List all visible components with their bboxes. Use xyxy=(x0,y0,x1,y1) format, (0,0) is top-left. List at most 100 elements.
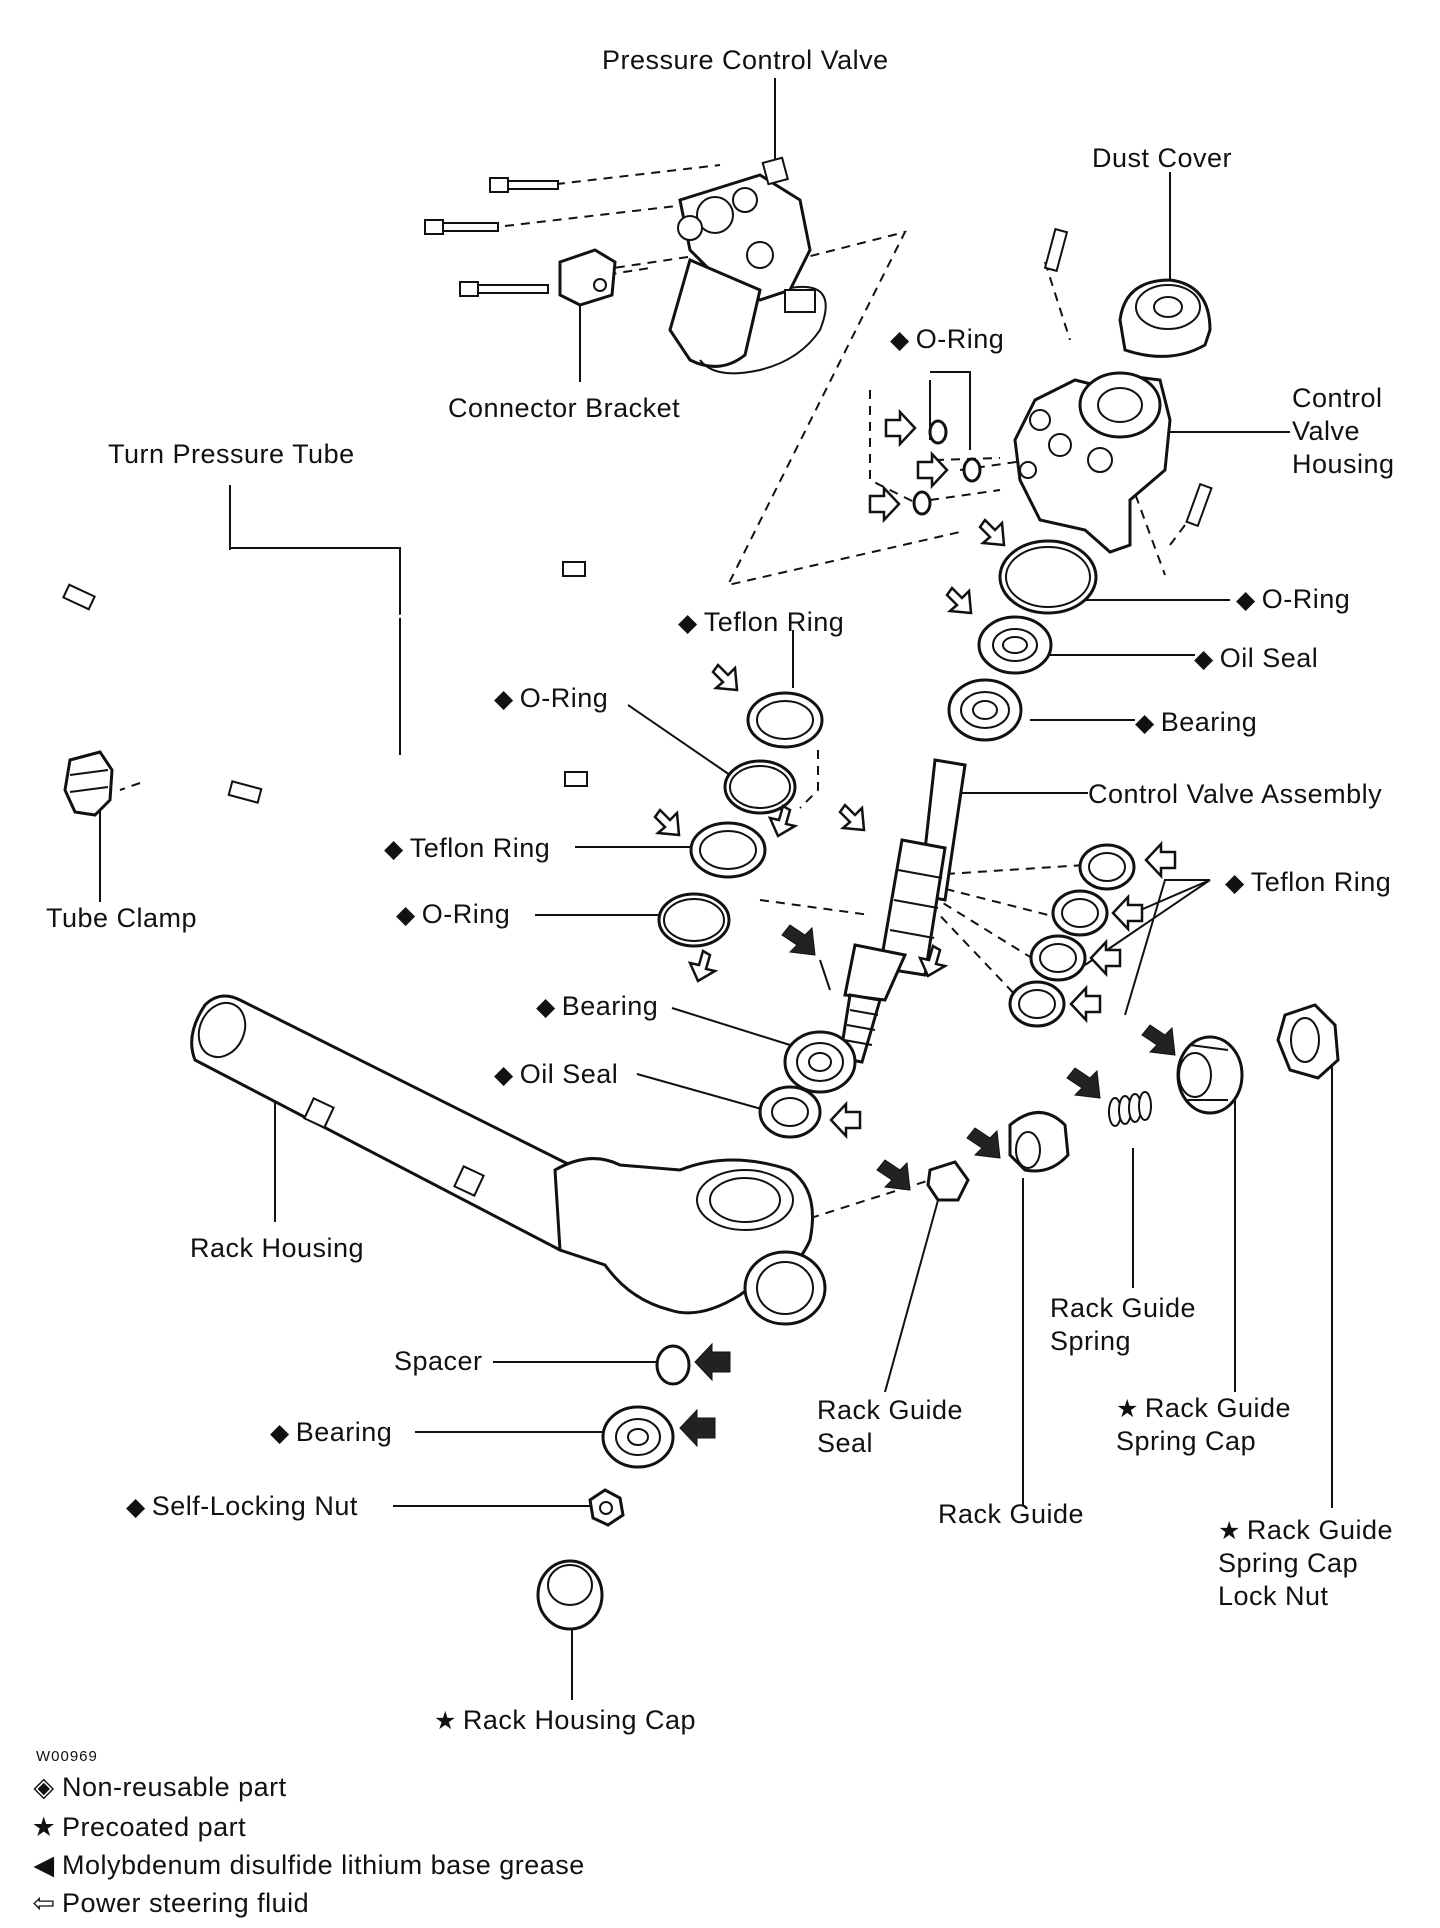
label-text: O-Ring xyxy=(915,324,1005,354)
non-reusable-marker: ◆ xyxy=(494,685,514,713)
label-text: O-Ring xyxy=(519,683,609,713)
oil-seal-mid-part xyxy=(758,1085,822,1139)
teflon-ring-left-part xyxy=(689,821,767,879)
label-o-ring-left2: ◆O-Ring xyxy=(396,898,510,931)
turn-pressure-tubes xyxy=(62,561,619,806)
label-text: Teflon Ring xyxy=(409,833,551,863)
label-text: Rack Housing Cap xyxy=(462,1705,697,1735)
oil-seal-right xyxy=(977,615,1053,675)
label-o-ring-right: ◆O-Ring xyxy=(1236,583,1350,616)
label-text: O-Ring xyxy=(1261,584,1351,614)
label-rack-housing: Rack Housing xyxy=(190,1233,365,1263)
self-locking-nut-part xyxy=(588,1488,625,1527)
legend-text: Precoated part xyxy=(62,1812,247,1842)
label-self-locking-nut: ◆Self-Locking Nut xyxy=(126,1490,358,1523)
rack-guide-spring-cap-lock-nut-part xyxy=(1276,1003,1340,1080)
label-connector-bracket: Connector Bracket xyxy=(448,393,681,423)
bearing-right xyxy=(947,678,1023,742)
o-ring-left1-part xyxy=(723,759,797,815)
label-oil-seal-mid: ◆Oil Seal xyxy=(494,1058,618,1091)
non-reusable-marker: ◆ xyxy=(1194,645,1214,673)
legend-grease-arrow-icon: ◀ xyxy=(33,1850,55,1880)
spacer-part xyxy=(655,1344,691,1386)
label-text: Bearing xyxy=(1160,707,1258,737)
label-rack-guide-seal: Rack Guide Seal xyxy=(817,1395,964,1458)
non-reusable-marker: ◆ xyxy=(536,993,556,1021)
teflon-ring-top-part xyxy=(746,691,824,749)
label-bearing-bottom: ◆Bearing xyxy=(270,1416,392,1449)
label-text: Oil Seal xyxy=(519,1059,619,1089)
label-text: Teflon Ring xyxy=(703,607,845,637)
non-reusable-marker: ◆ xyxy=(494,1061,514,1089)
rack-guide-seal-part xyxy=(926,1160,970,1202)
control-valve-assembly-part xyxy=(819,758,967,1064)
rack-housing-cap-part xyxy=(536,1559,604,1631)
o-ring-left2-part xyxy=(657,892,731,948)
dust-cover xyxy=(1043,227,1212,358)
label-teflon-ring-left: ◆Teflon Ring xyxy=(384,832,550,865)
legend-diamond-icon: ◈ xyxy=(33,1772,55,1802)
label-text: Teflon Ring xyxy=(1250,867,1392,897)
bolt-3 xyxy=(459,281,549,297)
label-text: Oil Seal xyxy=(1219,643,1319,673)
non-reusable-marker: ◆ xyxy=(396,901,416,929)
label-control-valve-housing: Control Valve Housing xyxy=(1292,383,1395,479)
pressure-control-valve xyxy=(424,156,827,375)
non-reusable-marker: ◆ xyxy=(1135,709,1155,737)
legend-grease: ◀Molybdenum disulfide lithium base greas… xyxy=(26,1850,585,1881)
non-reusable-marker: ◆ xyxy=(126,1493,146,1521)
precoated-marker: ★ xyxy=(1116,1395,1139,1423)
label-bearing-mid: ◆Bearing xyxy=(536,990,658,1023)
label-teflon-ring-right: ◆Teflon Ring xyxy=(1225,866,1391,899)
non-reusable-marker: ◆ xyxy=(270,1419,290,1447)
legend-non-reusable: ◈Non-reusable part xyxy=(26,1772,287,1803)
label-o-ring-top: ◆O-Ring xyxy=(890,323,1004,356)
non-reusable-marker: ◆ xyxy=(1236,586,1256,614)
label-bearing-right: ◆Bearing xyxy=(1135,706,1257,739)
rack-guide-part xyxy=(1008,1111,1070,1173)
label-text: Bearing xyxy=(295,1417,393,1447)
label-text: Rack Guide Spring Cap xyxy=(1116,1393,1291,1456)
legend-fluid: ⇦Power steering fluid xyxy=(26,1888,309,1919)
legend-fluid-arrow-icon: ⇦ xyxy=(32,1888,56,1918)
rack-guide-spring-part xyxy=(1108,1091,1152,1127)
label-rack-guide-spring-cap: ★Rack Guide Spring Cap xyxy=(1116,1392,1336,1458)
label-tube-clamp: Tube Clamp xyxy=(46,903,198,933)
label-oil-seal-right: ◆Oil Seal xyxy=(1194,642,1318,675)
label-text: Self-Locking Nut xyxy=(151,1491,358,1521)
leader-lines xyxy=(99,78,1333,1700)
legend-text: Non-reusable part xyxy=(62,1772,287,1802)
legend-text: Molybdenum disulfide lithium base grease xyxy=(62,1850,585,1880)
grease-arrows xyxy=(679,924,1176,1448)
non-reusable-marker: ◆ xyxy=(384,835,404,863)
label-turn-pressure-tube: Turn Pressure Tube xyxy=(108,439,355,469)
legend-text: Power steering fluid xyxy=(62,1888,310,1918)
tube-clamp-part xyxy=(63,750,114,817)
legend-precoated: ★Precoated part xyxy=(26,1812,246,1843)
bolt-2 xyxy=(424,219,499,235)
label-dust-cover: Dust Cover xyxy=(1092,143,1233,173)
label-rack-housing-cap: ★Rack Housing Cap xyxy=(434,1704,696,1737)
label-spacer: Spacer xyxy=(394,1346,483,1376)
o-ring-large xyxy=(998,539,1098,615)
precoated-marker: ★ xyxy=(1218,1517,1241,1545)
fluid-arrows xyxy=(653,408,1177,1140)
figure-code: W00969 xyxy=(36,1748,98,1765)
non-reusable-marker: ◆ xyxy=(678,609,698,637)
legend-star-icon: ★ xyxy=(31,1812,57,1842)
label-text: O-Ring xyxy=(421,899,511,929)
label-text: Rack Guide Spring Cap Lock Nut xyxy=(1218,1515,1393,1611)
label-teflon-ring-top: ◆Teflon Ring xyxy=(678,606,844,639)
bearing-mid-part xyxy=(783,1030,857,1094)
teflon-rings-right-part xyxy=(1008,843,1136,1028)
label-text: Bearing xyxy=(561,991,659,1021)
bolt-1 xyxy=(489,177,559,193)
rack-housing-part xyxy=(190,994,827,1326)
bearing-bottom-part xyxy=(601,1405,675,1469)
rack-guide-spring-cap-part xyxy=(1176,1035,1244,1115)
connector-bracket xyxy=(558,248,617,307)
label-rack-guide-spring: Rack Guide Spring xyxy=(1050,1293,1197,1356)
non-reusable-marker: ◆ xyxy=(1225,869,1245,897)
o-rings-small xyxy=(912,419,982,516)
